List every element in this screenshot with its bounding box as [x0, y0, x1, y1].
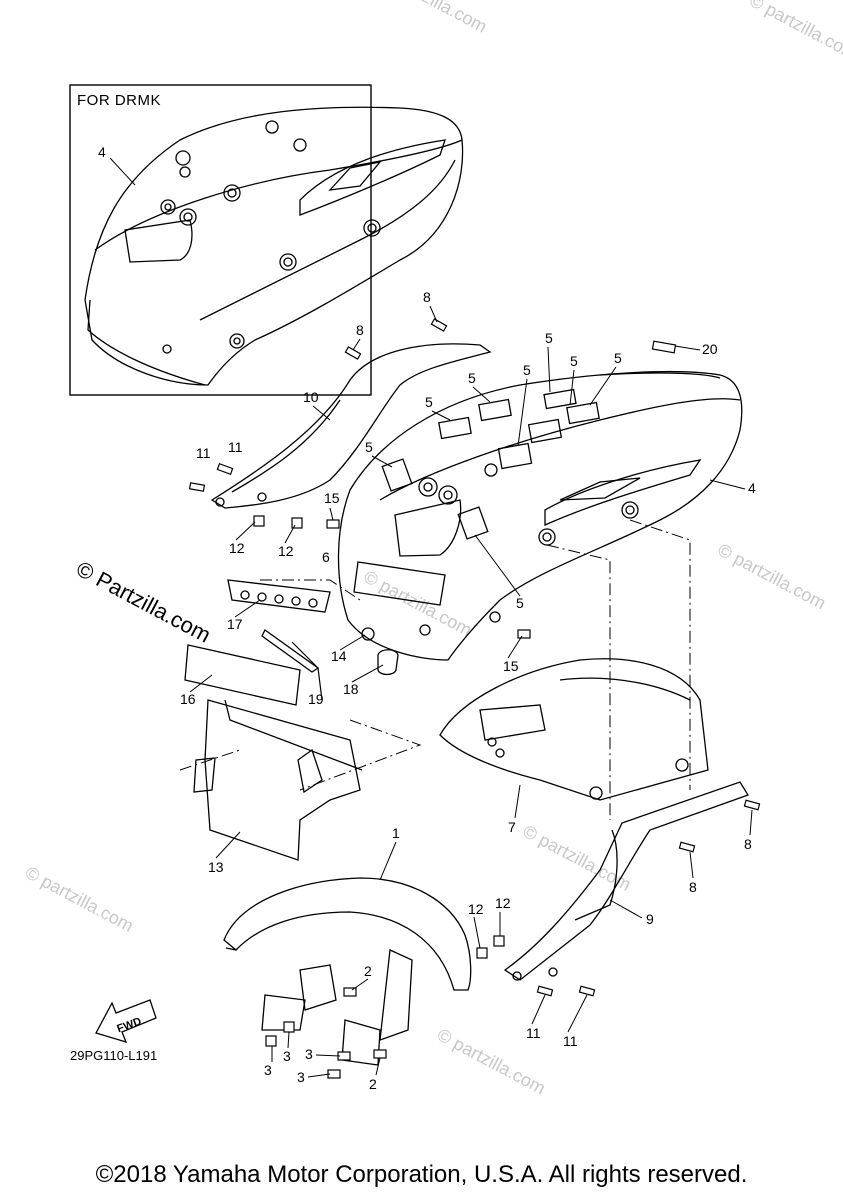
- copyright-notice: ©2018 Yamaha Motor Corporation, U.S.A. A…: [95, 1161, 748, 1188]
- callout-12: 12: [468, 901, 484, 917]
- rear-fender-part-4: [337, 370, 743, 661]
- callout-2: 2: [364, 963, 372, 979]
- watermark-layer: © partzilla.com © partzilla.com © partzi…: [22, 0, 843, 1098]
- callout-10: 10: [303, 389, 319, 405]
- callout-3: 3: [283, 1048, 291, 1064]
- inset-seat: [84, 106, 464, 386]
- diagram-code: 29PG110-L191: [70, 1048, 158, 1063]
- callout-5: 5: [614, 350, 622, 366]
- watermark: © partzilla.com: [22, 862, 137, 936]
- callout-11: 11: [563, 1033, 578, 1049]
- callout-6: 6: [322, 549, 330, 565]
- leader-line: [109, 157, 136, 186]
- callout-19: 19: [308, 691, 324, 707]
- callout-layer: 4 8 8 20 5 5 5 5 5 5 5 5 10 11 11 4 15 1…: [98, 144, 756, 1092]
- watermark: © partzilla.com: [376, 0, 491, 37]
- callout-8: 8: [744, 836, 752, 852]
- callout-18: 18: [343, 681, 359, 697]
- callout-15: 15: [324, 490, 340, 506]
- callout-5: 5: [570, 353, 578, 369]
- watermark: © partzilla.com: [360, 567, 475, 641]
- watermark: © partzilla.com: [715, 540, 830, 614]
- fastener-layer: [188, 318, 761, 1079]
- callout-1: 1: [392, 825, 400, 841]
- callout-12: 12: [495, 895, 511, 911]
- callout-5: 5: [425, 394, 433, 410]
- bracket-part-10: [210, 343, 492, 509]
- callout-11: 11: [526, 1025, 541, 1041]
- fwd-label: FWD: [115, 1015, 143, 1035]
- inset-label: FOR DRMK: [77, 92, 161, 109]
- front-fender-part-1: [223, 877, 472, 1066]
- callout-4-inset: 4: [98, 144, 106, 160]
- callout-5: 5: [468, 370, 476, 386]
- callout-15: 15: [503, 658, 519, 674]
- callout-8: 8: [689, 879, 697, 895]
- callout-3: 3: [264, 1062, 272, 1078]
- callout-5: 5: [516, 595, 524, 611]
- callout-3: 3: [297, 1069, 305, 1085]
- sub-fender-part-7: [439, 658, 709, 801]
- callout-7: 7: [508, 819, 516, 835]
- callout-5: 5: [545, 330, 553, 346]
- callout-13: 13: [208, 859, 224, 875]
- inset-frame: [69, 84, 372, 396]
- callout-4: 4: [748, 480, 756, 496]
- callout-20: 20: [702, 341, 718, 357]
- callout-5: 5: [365, 439, 373, 455]
- bracket-part-9: [503, 781, 749, 981]
- fwd-arrow-icon: FWD: [95, 999, 157, 1044]
- callout-3: 3: [305, 1046, 313, 1062]
- callout-8: 8: [356, 322, 364, 338]
- callout-11: 11: [228, 439, 243, 455]
- decal-part-6: [184, 561, 446, 861]
- leader-lines: [189, 305, 753, 1078]
- callout-12: 12: [229, 540, 245, 556]
- callout-5: 5: [523, 362, 531, 378]
- callout-11: 11: [196, 445, 211, 461]
- callout-17: 17: [227, 616, 243, 632]
- guide-lines: [179, 519, 691, 820]
- callout-9: 9: [646, 911, 654, 927]
- callout-14: 14: [331, 648, 347, 664]
- callout-2: 2: [369, 1076, 377, 1092]
- callout-16: 16: [180, 691, 196, 707]
- callout-12: 12: [278, 543, 294, 559]
- watermark: © partzilla.com: [746, 0, 843, 64]
- callout-8: 8: [423, 289, 431, 305]
